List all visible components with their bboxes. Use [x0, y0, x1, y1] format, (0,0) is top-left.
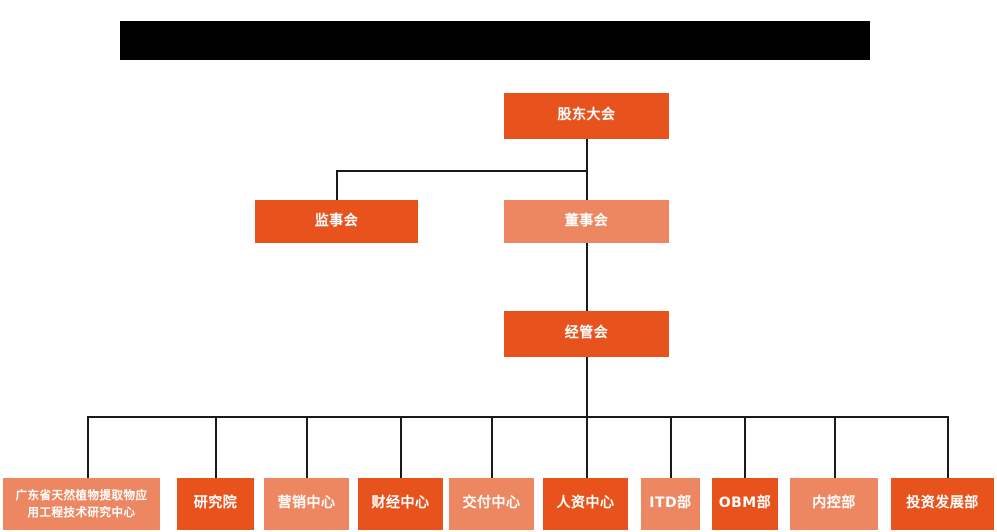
node-gd-research-center[interactable]: 广东省天然植物提取物应 用工程技术研究中心	[3, 478, 160, 530]
node-obm-department[interactable]: OBM部	[712, 478, 778, 530]
connector-drop-obm-department	[744, 416, 746, 478]
node-label: 人资中心	[556, 495, 615, 512]
node-finance-center[interactable]: 财经中心	[358, 478, 443, 530]
connector-drop-internal-control-department	[834, 416, 836, 478]
node-shareholders-meeting[interactable]: 股东大会	[504, 93, 669, 139]
node-label: 财经中心	[371, 495, 430, 512]
connector-distribution-bar	[87, 416, 948, 418]
node-label-line1: 广东省天然植物提取物应	[15, 487, 148, 502]
node-label: 董事会	[564, 212, 609, 229]
connector-down-supervisors	[336, 170, 338, 200]
node-label: 经管会	[564, 325, 609, 342]
node-internal-control-department[interactable]: 内控部	[790, 478, 878, 530]
node-label: 交付中心	[462, 495, 521, 512]
node-delivery-center[interactable]: 交付中心	[449, 478, 534, 530]
node-research-institute[interactable]: 研究院	[177, 478, 254, 530]
node-label: 投资发展部	[906, 495, 979, 512]
node-label: 研究院	[193, 495, 238, 512]
node-management-committee[interactable]: 经管会	[504, 311, 669, 357]
connector-drop-delivery-center	[491, 416, 493, 478]
connector-drop-research-institute	[215, 416, 217, 478]
connector-l1-down	[586, 139, 588, 171]
connector-drop-finance-center	[400, 416, 402, 478]
node-label: OBM部	[718, 495, 772, 512]
node-label-line2: 用工程技术研究中心	[27, 505, 136, 519]
node-board-of-supervisors[interactable]: 监事会	[255, 200, 418, 243]
connector-drop-marketing-center	[306, 416, 308, 478]
redacted-title-bar	[120, 21, 870, 60]
node-itd-department[interactable]: ITD部	[641, 478, 700, 530]
connector-directors-management	[586, 243, 588, 311]
node-label: 内控部	[812, 495, 856, 512]
node-board-of-directors[interactable]: 董事会	[504, 200, 669, 243]
connector-drop-gd-research-center	[87, 416, 89, 478]
connector-down-directors	[586, 170, 588, 200]
node-label: 营销中心	[277, 495, 336, 512]
node-hr-center[interactable]: 人资中心	[543, 478, 628, 530]
node-marketing-center[interactable]: 营销中心	[264, 478, 349, 530]
connector-l1-l2-horizontal	[336, 170, 587, 172]
connector-drop-hr-center	[586, 416, 588, 478]
node-label: 股东大会	[557, 107, 616, 124]
node-label: ITD部	[649, 495, 692, 512]
connector-management-down	[586, 357, 588, 417]
node-investment-development-department[interactable]: 投资发展部	[891, 478, 994, 530]
connector-drop-itd-department	[670, 416, 672, 478]
node-label: 广东省天然植物提取物应 用工程技术研究中心	[3, 487, 160, 522]
node-label: 监事会	[314, 212, 359, 229]
connector-drop-investment-development-department	[947, 416, 949, 478]
